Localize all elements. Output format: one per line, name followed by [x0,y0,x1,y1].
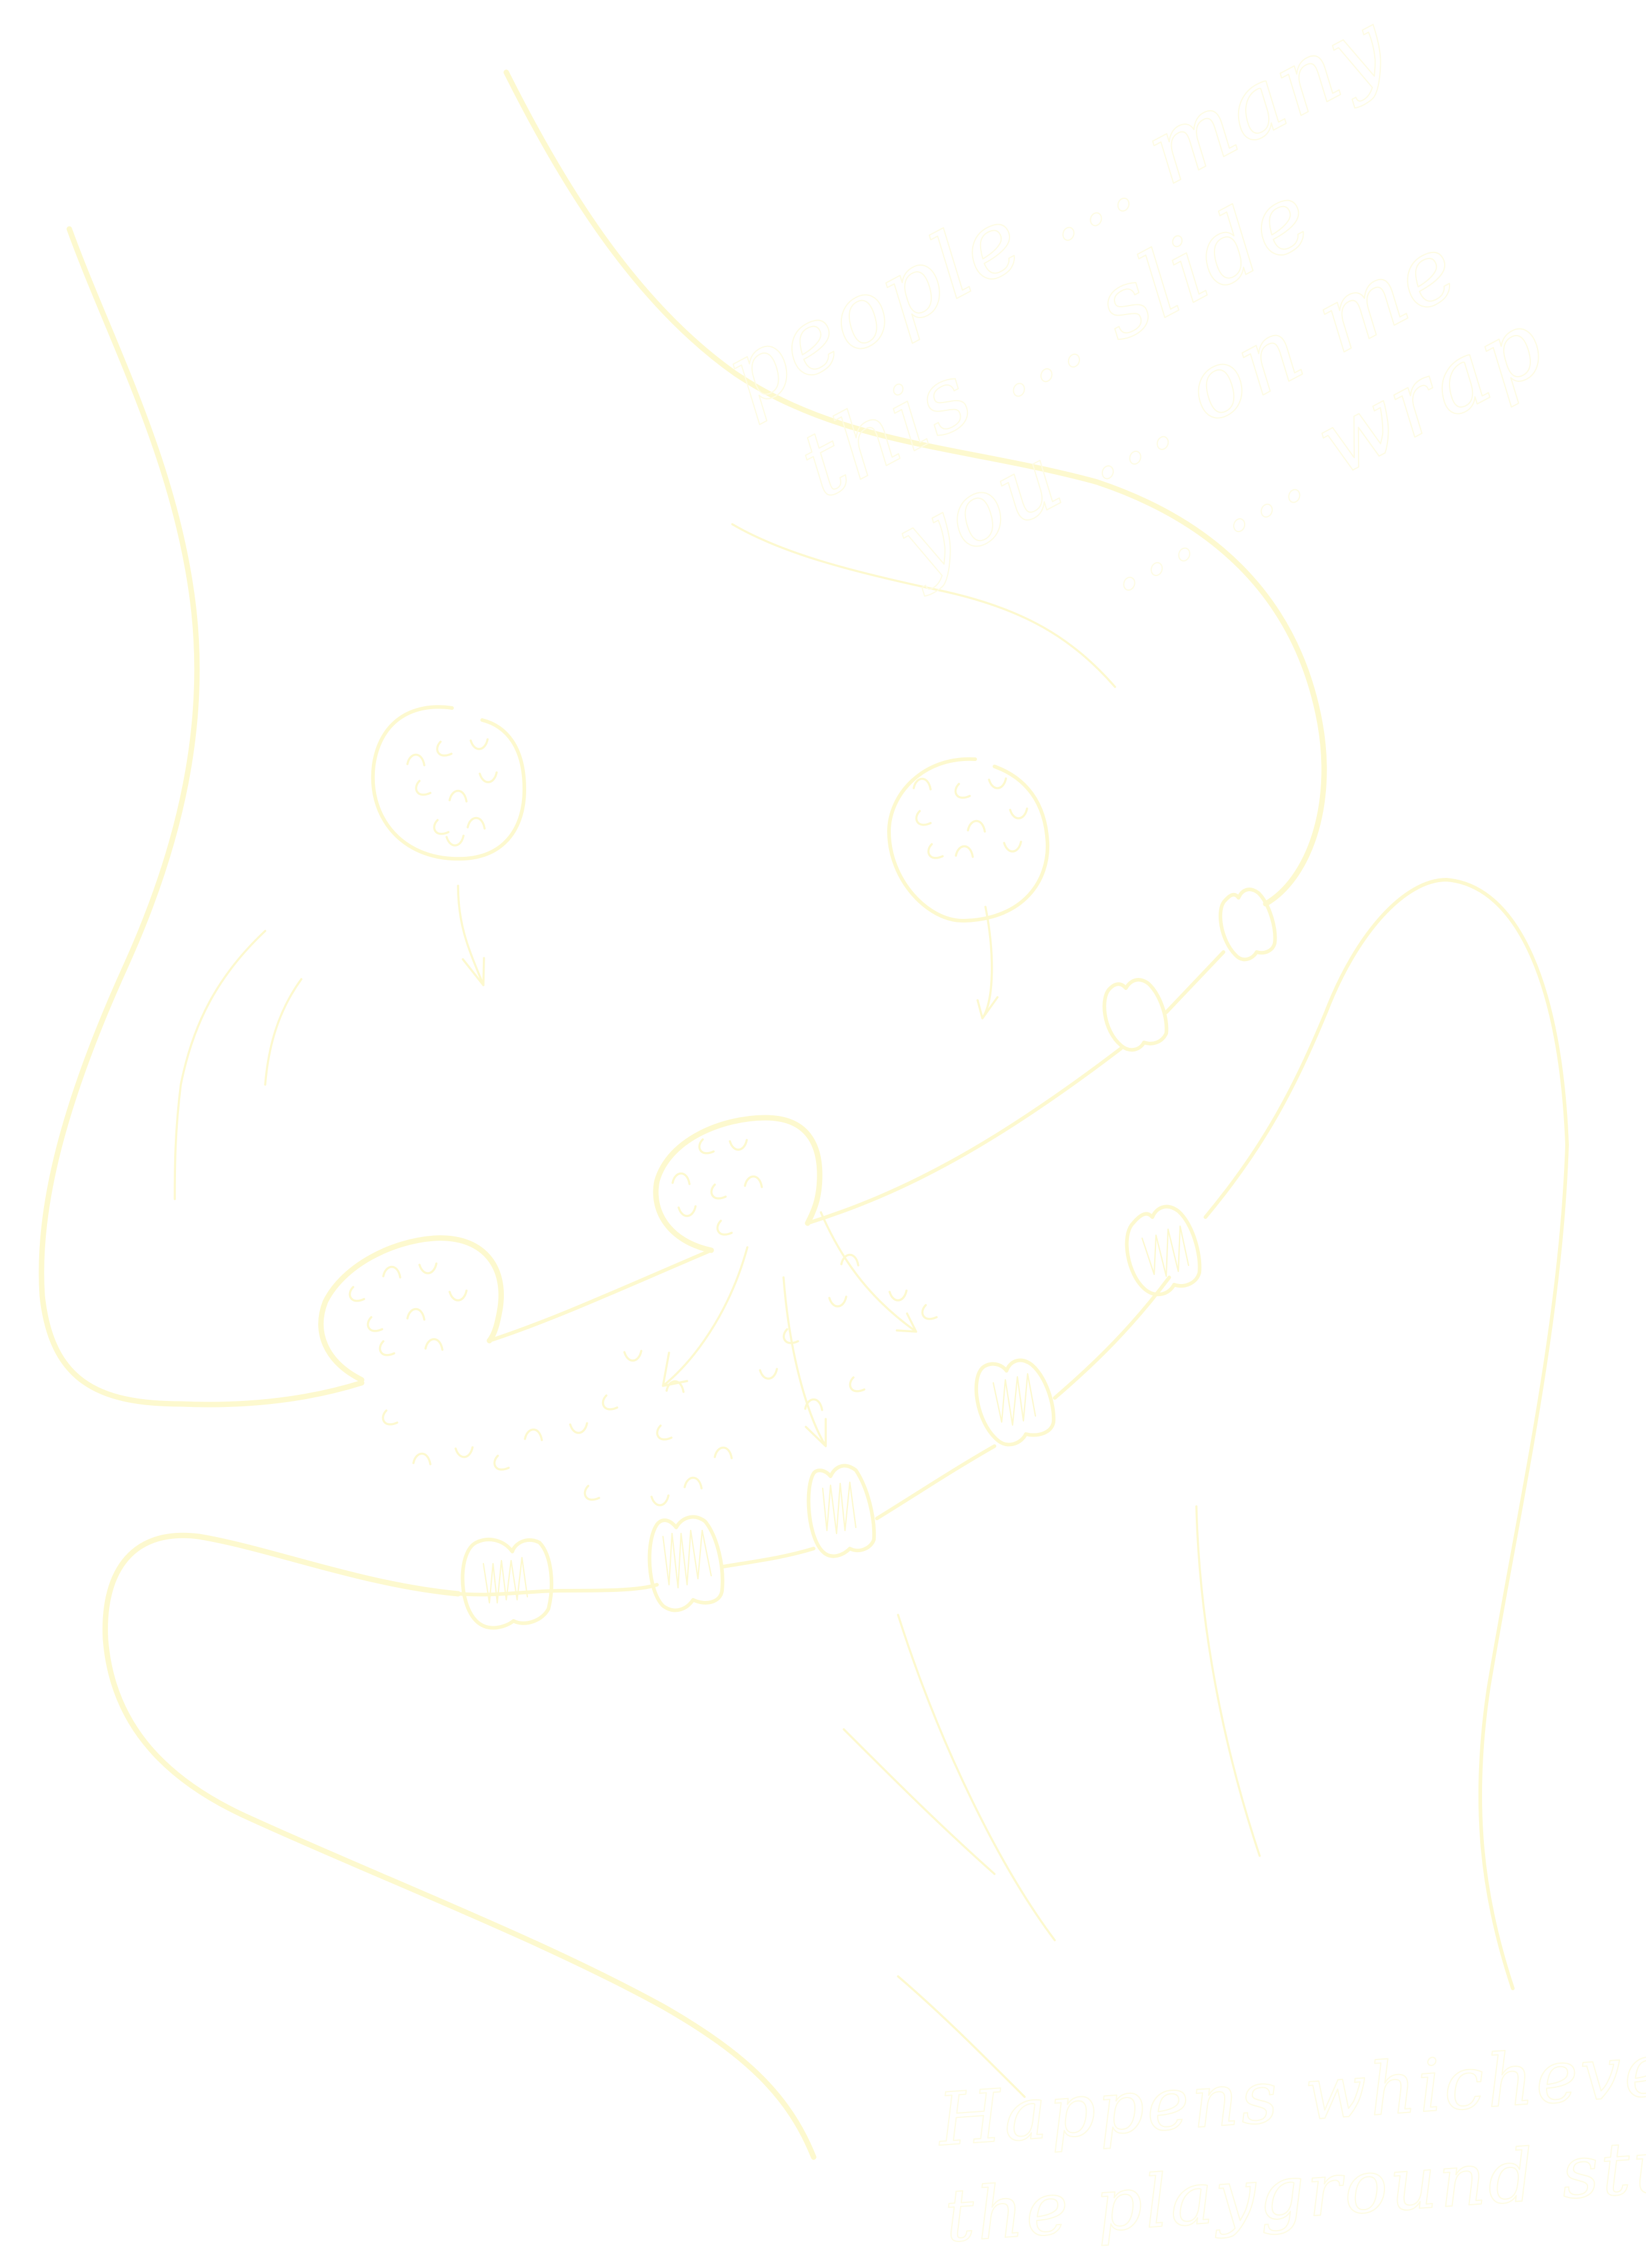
particle-arc [479,771,498,783]
particle-arc [656,1424,673,1441]
particle-arc [379,1340,395,1356]
particle-arc [988,777,1007,789]
particle-arc [744,1175,763,1188]
particle-arc [955,845,974,858]
particle-arc [729,1139,748,1151]
inner-shoulder-curve [731,523,1116,688]
particle-arc [433,819,450,835]
spreading-arrow-3 [820,1211,917,1333]
particle-arc [849,1376,865,1392]
particle-arc [366,1316,383,1332]
particle-arc [927,843,944,859]
particle-arc [840,1253,859,1267]
outer-contour-right [1204,878,1569,1990]
lower-line-4 [897,1975,1026,2098]
inner-curve-left-1 [174,930,266,1200]
particle-arc [406,753,426,766]
particle-arc [915,810,932,826]
particle-arc [782,1328,799,1344]
membrane-protein-3 [806,1464,876,1558]
lower-line-2 [1195,1505,1261,1857]
membrane-protein-5 [1125,1204,1202,1297]
membrane-protein-1 [460,1538,553,1630]
membrane-protein-6 [1102,978,1169,1052]
membrane-line [456,950,1225,1597]
particle-arc [412,1452,432,1465]
particle-arc [493,1455,510,1471]
outer-contour-left [39,226,365,1408]
particle-blob-left [318,1235,504,1383]
particle-arc [418,1262,438,1274]
lower-line-1 [897,1614,1056,1941]
particle-arc [524,1428,543,1441]
membrane-protein-7 [1218,888,1277,962]
particle-arc [602,1394,618,1411]
arrow-down-1 [457,885,485,986]
particle-arc [424,1338,444,1351]
lower-line-3 [843,1728,996,1875]
spreading-arrow-1 [662,1246,749,1387]
membrane-protein-2 [647,1515,724,1612]
particle-arc [454,1446,474,1458]
particle-arc [1003,841,1022,853]
outer-contour-upper [503,69,1327,907]
particle-arc [348,1286,365,1302]
particle-arc [569,1422,588,1434]
particle-arc [888,1289,908,1302]
particle-arc [415,780,432,796]
particle-arc [466,816,486,830]
vesicle-2 [887,757,1050,1020]
particle-arc [382,1265,401,1279]
particle-arc [650,1494,670,1506]
particle-arc [710,1183,727,1200]
spreading-arrow-2 [782,1276,827,1447]
particle-arc [1009,807,1028,819]
particles [348,738,1028,1506]
particle-arc [406,1308,426,1321]
particle-arc [804,1398,823,1411]
particle-arc [698,1138,715,1154]
handwriting-bottom-right: Happens whichever it the playground stuf… [934,2019,1646,2260]
particle-arc [448,1289,468,1302]
particle-arc [445,835,465,847]
particle-arc [623,1350,642,1362]
particle-arc [683,1476,703,1490]
vesicle-1 [371,705,526,986]
membrane-protein-4 [974,1358,1056,1447]
particle-arc [677,1205,697,1217]
inner-curve-left-2 [264,978,303,1086]
arrow-down-2 [976,906,999,1020]
particle-arc [665,1380,685,1393]
particle-arc [913,777,932,791]
particle-blob-center [653,1115,823,1253]
particle-arc [671,1172,691,1185]
particle-arc [436,741,453,757]
particle-arc [954,783,971,799]
particle-arc [714,1446,733,1459]
particle-arc [828,1295,847,1308]
particle-arc [583,1485,600,1501]
particle-arc [382,1409,398,1426]
particle-arc [967,819,986,833]
particle-arc [470,738,489,750]
outer-contour-lower [102,1532,817,2160]
line-art: people ... many this ... slide you ... o… [39,0,1646,2260]
particle-arc [759,1368,778,1380]
particle-arc [716,1220,733,1236]
particle-arc [921,1304,938,1320]
particle-arc [448,789,468,803]
handwriting-top-right: people ... many this ... slide you ... o… [708,0,1563,614]
